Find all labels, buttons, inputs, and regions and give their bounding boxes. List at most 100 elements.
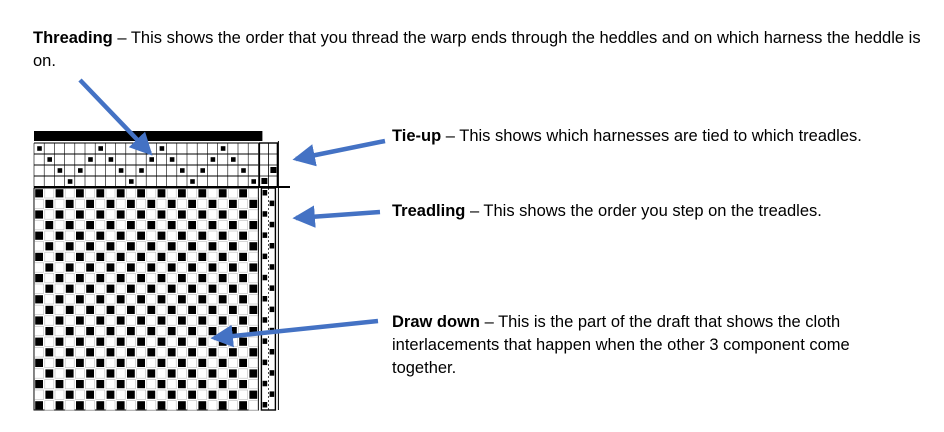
threading-cell [139,168,144,173]
drawdown-cell [55,316,64,325]
drawdown-cell [178,316,186,325]
drawdown-cell [248,209,259,220]
drawdown-cell [167,327,176,336]
drawdown-cell [239,316,247,325]
drawdown-cell [218,274,227,283]
drawdown-cell [44,315,55,326]
drawdown-cell [157,210,166,219]
drawdown-cell [85,400,95,411]
drawdown-cell [238,198,248,209]
drawdown-cell [64,230,75,241]
drawdown-cell [188,263,196,272]
drawdown-cell [75,326,85,337]
threading-cell [210,157,216,162]
drawdown-cell [198,189,207,198]
drawdown-cell [44,357,55,368]
treadling-cell [262,338,268,344]
drawdown-cell [208,284,217,293]
drawdown-cell [126,379,136,390]
drawdown-cell [127,390,135,399]
drawdown-cell [55,295,64,304]
drawdown-cell [137,380,145,389]
drawdown-cell [137,274,145,283]
drawdown-cell [197,262,208,273]
treadling-cell [262,232,268,238]
threading-cell [37,146,42,151]
drawdown-cell [156,389,167,400]
drawdown-cell [147,221,156,230]
drawdown-cell [147,199,156,208]
threading-cell [231,157,236,162]
tieup-term: Tie-up [392,127,442,145]
threading-cell [200,168,205,173]
drawdown-cell [76,210,84,219]
drawdown-cell [167,242,176,251]
drawdown-cell [126,336,136,347]
drawdown-cell [34,347,44,358]
drawdown-cell [188,242,196,251]
drawdown-cell [35,337,43,346]
drawdown-cell [229,348,237,357]
drawdown-cell [95,368,106,379]
drawdown-cell [86,327,94,336]
drawdown-cell [54,368,65,379]
drawdown-cell [157,358,166,367]
drawdown-cell [229,199,237,208]
drawdown-cell [137,337,145,346]
drawdown-cell [76,337,84,346]
drawdown-cell [95,198,106,209]
drawdown-cell [156,198,167,209]
drawdown-cell [177,283,187,294]
tieup-cell [261,178,268,184]
drawdown-cell [64,400,75,411]
drawdown-cell [239,210,247,219]
drawdown-cell [95,220,106,231]
drawdown-cell [156,220,167,231]
treadling-cell [262,274,268,281]
drawdown-cell [116,358,125,367]
drawdown-cell [156,368,167,379]
drawdown-cell [249,369,258,378]
drawdown-cell [167,221,176,230]
drawdown-cell [45,221,54,230]
drawdown-cell [34,283,44,294]
drawdown-cell [207,357,218,368]
drawdown-cell [198,210,207,219]
drawdown-cell [34,304,44,315]
drawdown-cell [137,210,145,219]
drawdown-cell [188,284,196,293]
drawdown-cell [218,316,227,325]
drawdown-cell [76,274,84,283]
drawdown-cell [86,284,94,293]
drawdown-cell [167,369,176,378]
drawdown-cell [96,337,105,346]
drawdown-cell [187,294,197,305]
drawdown-cell [105,336,116,347]
drawdown-cell [166,294,177,305]
drawdown-cell [156,283,167,294]
tieup-description: – This shows which harnesses are tied to… [441,127,862,145]
drawdown-cell [166,209,177,220]
threading-cell [159,146,165,151]
drawdown-cell [136,389,146,400]
drawdown-cell [177,198,187,209]
drawdown-cell [75,262,85,273]
drawdown-cell [198,231,207,240]
drawdown-cell [239,189,247,198]
drawdown-cell [249,242,258,251]
drawdown-cell [198,401,207,410]
drawdown-cell [106,221,115,230]
drawdown-cell [238,283,248,294]
drawdown-cell [105,230,116,241]
treadling-cell [262,253,268,260]
drawdown-cell [198,274,207,283]
drawdown-cell [146,315,157,326]
drawdown-cell [136,304,146,315]
drawdown-cell [188,199,196,208]
drawdown-cell [239,401,247,410]
drawdown-cell [208,369,217,378]
drawdown-cell [76,358,84,367]
drawdown-cell [127,242,135,251]
drawdown-cell [167,305,176,314]
drawdown-cell [177,389,187,400]
